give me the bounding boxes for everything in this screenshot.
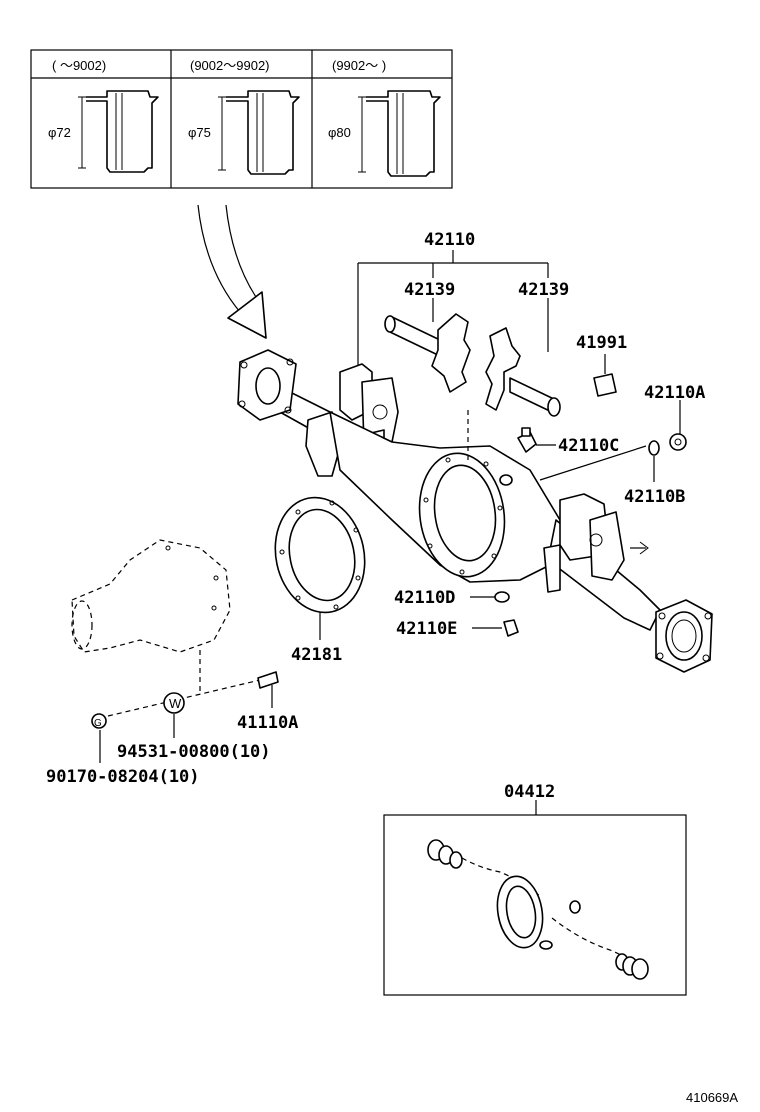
diameter-label-2: φ75 (188, 125, 211, 140)
gasket-42181 (274, 496, 366, 614)
label-42139-right: 42139 (518, 280, 569, 300)
breather-42110C (517, 427, 537, 453)
bushing-drawing-2 (218, 90, 300, 175)
plug-42110D (494, 591, 510, 603)
label-41991: 41991 (576, 333, 627, 353)
inset-header-2: (9002～9902) (190, 58, 270, 73)
bushing-drawing-3 (358, 90, 441, 177)
bracket-42139-left (384, 313, 471, 393)
inset-header-3: (9902～ ) (332, 58, 386, 73)
washer-94531 (163, 692, 185, 714)
label-42110E: 42110E (396, 619, 457, 639)
axle-housing (237, 349, 713, 673)
label-42110B: 42110B (624, 487, 685, 507)
label-04412: 04412 (504, 782, 555, 802)
washer-42110B (648, 440, 660, 456)
nut-symbol: G (94, 718, 102, 729)
stud-41110A (257, 671, 279, 689)
label-42110D: 42110D (394, 588, 455, 608)
plate-41991 (593, 373, 617, 397)
label-42110: 42110 (424, 230, 475, 250)
diagram-id: 410669A (686, 1090, 738, 1105)
leader-lines (99, 250, 681, 815)
label-42110A: 42110A (644, 383, 705, 403)
nut-90170 (91, 713, 107, 729)
bushing-drawing-1 (78, 90, 159, 173)
label-41110A: 41110A (237, 713, 298, 733)
kit-04412-box (383, 814, 687, 996)
inset-table: ( ～9002) (9002～9902) (9902～ ) φ72 φ75 (30, 49, 453, 189)
plug-42110E (503, 619, 519, 637)
label-42139-left: 42139 (404, 280, 455, 300)
curved-arrow-icon (197, 204, 267, 339)
diameter-label-3: φ80 (328, 125, 351, 140)
label-42181: 42181 (291, 645, 342, 665)
inset-header-1: ( ～9002) (52, 58, 106, 73)
label-42110C: 42110C (558, 436, 619, 456)
bracket-42139-right (485, 327, 561, 417)
nut-42110A (669, 433, 687, 451)
washer-symbol: W (169, 696, 182, 711)
diameter-label-1: φ72 (48, 125, 71, 140)
differential-carrier-phantom (71, 539, 261, 717)
label-94531: 94531-00800(10) (117, 742, 271, 762)
label-90170: 90170-08204(10) (46, 767, 200, 787)
